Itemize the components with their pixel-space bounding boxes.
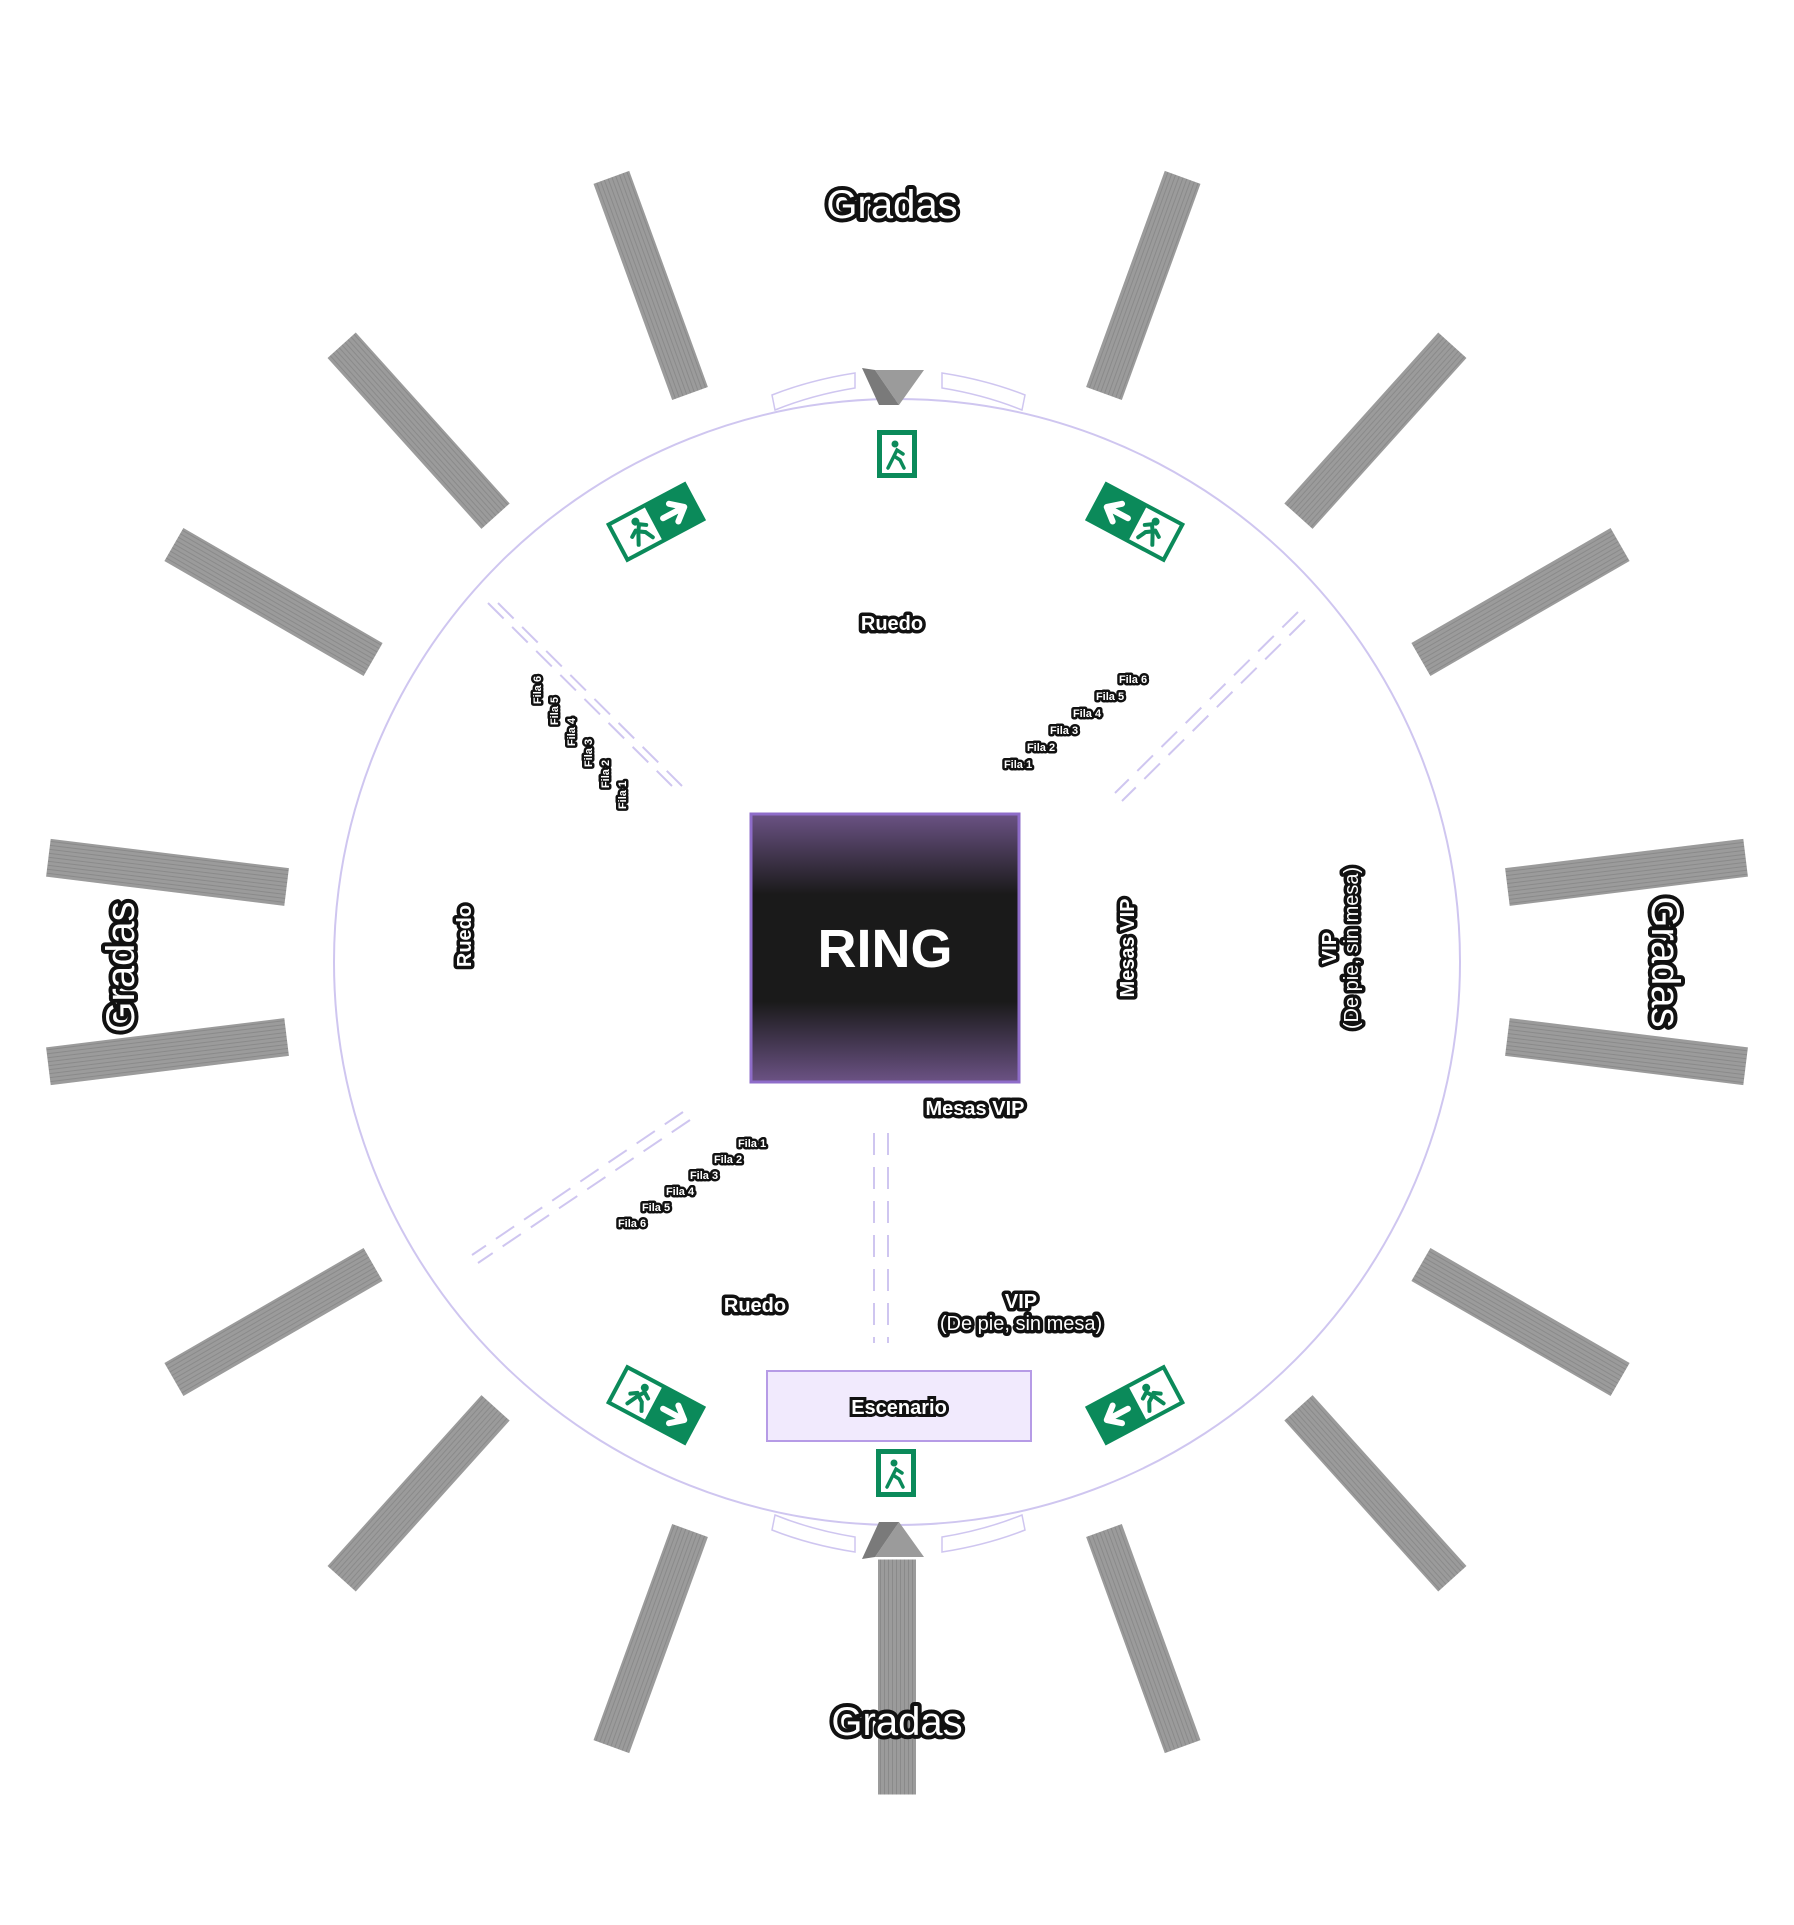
bleachers: [46, 170, 1748, 1795]
bleacher-block: [593, 1524, 708, 1754]
row-label-top-left: Fila 2: [600, 760, 612, 788]
bleacher-block: [1086, 170, 1201, 400]
row-label-bottom-left: Fila 3: [690, 1170, 718, 1182]
row-label-top-right: Fila 2: [1027, 742, 1055, 754]
entrance-bottom: [771, 1513, 1026, 1559]
emergency-exit-icon: [875, 428, 919, 480]
ring: RING: [749, 812, 1021, 1084]
vip-bottom-line1: VIP: [1005, 1291, 1037, 1313]
entrance-top: [771, 368, 1026, 412]
row-label-top-left: Fila 1: [617, 781, 629, 809]
ring-label: RING: [818, 919, 953, 979]
row-label-top-right: Fila 3: [1050, 725, 1078, 737]
escenario: Escenario: [766, 1370, 1032, 1442]
bleacher-block: [1411, 528, 1630, 676]
row-label-bottom-left: Fila 2: [714, 1154, 742, 1166]
vip-right-label: VIP (De pie, sin mesa): [1316, 863, 1367, 1032]
bleacher-block: [46, 1018, 289, 1086]
emergency-exit-icon: [1085, 481, 1185, 562]
bleacher-block: [1284, 1395, 1467, 1592]
gradas-right-label: Gradas: [1643, 896, 1687, 1027]
bleacher-block: [1505, 838, 1748, 906]
emergency-exit-icon: [1085, 1364, 1185, 1445]
emergency-exit-icon: [874, 1447, 918, 1499]
row-label-top-left: Fila 3: [583, 739, 595, 767]
mesas-vip-label: Mesas VIP: [926, 1098, 1025, 1120]
emergency-exit-icon: [606, 481, 706, 562]
row-label-top-right: Fila 5: [1096, 691, 1124, 703]
gradas-left-label: Gradas: [99, 901, 143, 1032]
bleacher-block: [327, 332, 510, 529]
bleacher-block: [1284, 332, 1467, 529]
vip-right-line2: (De pie, sin mesa): [1341, 867, 1363, 1029]
row-label-bottom-left: Fila 6: [618, 1218, 646, 1230]
bleacher-block: [164, 1248, 383, 1396]
row-label-bottom-left: Fila 5: [642, 1202, 670, 1214]
gradas-bottom-label: Gradas: [831, 1700, 962, 1744]
bleacher-block: [1411, 1248, 1630, 1396]
row-label-bottom-left: Fila 1: [738, 1138, 766, 1150]
bleacher-block: [878, 1559, 916, 1795]
bleacher-block: [164, 528, 383, 676]
row-label-top-left: Fila 4: [566, 717, 578, 746]
vip-bottom-line2: (De pie, sin mesa): [940, 1313, 1102, 1335]
mesas-vip-vertical-label: Mesas VIP: [1117, 899, 1139, 998]
row-label-top-right: Fila 1: [1004, 759, 1032, 771]
bleacher-block: [327, 1395, 510, 1592]
ring-box: [749, 812, 1021, 1084]
row-label-top-right: Fila 4: [1073, 708, 1102, 720]
bleacher-block: [1086, 1524, 1201, 1754]
section-dividers: [471, 602, 1306, 1343]
row-label-top-left: Fila 5: [549, 697, 561, 725]
gradas-top-label: Gradas: [826, 183, 957, 227]
stage-label: Escenario: [851, 1397, 947, 1419]
ruedo-bottom-label: Ruedo: [724, 1295, 786, 1317]
row-labels: Fila 6 Fila 5 Fila 4 Fila 3 Fila 2 Fila 1 Fila…: [530, 672, 1150, 1233]
row-label-top-right: Fila 6: [1119, 674, 1147, 686]
row-label-bottom-left: Fila 4: [666, 1186, 695, 1198]
ruedo-top-label: Ruedo: [861, 613, 923, 635]
emergency-exit-icon: [606, 1364, 706, 1445]
bleacher-block: [1505, 1018, 1748, 1086]
ruedo-left-label: Ruedo: [454, 905, 476, 967]
row-label-top-left: Fila 6: [532, 676, 544, 704]
vip-right-line1: VIP: [1319, 932, 1341, 964]
stage-box: [766, 1370, 1032, 1442]
bleacher-block: [46, 838, 289, 906]
bleacher-block: [593, 170, 708, 400]
